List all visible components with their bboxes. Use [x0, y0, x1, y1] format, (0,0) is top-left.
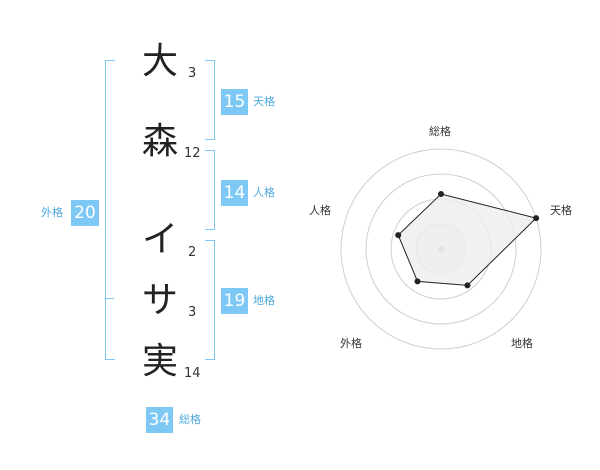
radar-point-1 [533, 215, 540, 222]
stroke-count-5: 14 [184, 366, 201, 381]
name-char-3: イ [142, 219, 179, 260]
radar-axis-label-chikaku: 地格 [511, 337, 533, 350]
name-char-4: サ [142, 280, 179, 321]
radar-axis-label-soukaku: 総格 [429, 125, 451, 138]
soukaku-label: 総格 [179, 413, 201, 426]
tenkaku-label: 天格 [253, 95, 275, 108]
radar-axis-label-gaikaku: 外格 [340, 337, 362, 350]
radar-ring [365, 173, 517, 325]
stroke-count-2: 12 [184, 146, 201, 161]
chikaku-value-box: 19 [221, 288, 248, 314]
jinkaku-bracket [205, 150, 215, 230]
radar-point-3 [414, 278, 421, 285]
gaikaku-label: 外格 [41, 206, 63, 219]
tenkaku-value-box: 15 [221, 89, 248, 115]
soukaku-value-box: 34 [146, 407, 173, 433]
stroke-count-3: 2 [188, 245, 197, 260]
gaikaku-bracket-divider [105, 298, 114, 299]
jinkaku-label: 人格 [253, 186, 275, 199]
radar-axis-label-jinkaku: 人格 [309, 204, 331, 217]
radar-polygon [397, 193, 538, 286]
radar-axis-label-tenkaku: 天格 [550, 204, 572, 217]
stroke-count-4: 3 [188, 305, 197, 320]
radar-ring [340, 148, 542, 350]
gaikaku-value-box: 20 [71, 200, 99, 226]
name-char-1: 大 [142, 41, 179, 82]
jinkaku-value-box: 14 [221, 180, 248, 206]
chikaku-label: 地格 [253, 294, 275, 307]
tenkaku-bracket [205, 60, 215, 140]
chikaku-bracket [205, 240, 215, 360]
name-char-2: 森 [142, 121, 179, 162]
stroke-count-1: 3 [188, 66, 197, 81]
radar-point-0 [438, 191, 444, 197]
gaikaku-bracket [105, 60, 115, 360]
radar-point-2 [464, 282, 471, 289]
radar-point-4 [395, 232, 402, 239]
name-char-5: 実 [142, 341, 179, 382]
